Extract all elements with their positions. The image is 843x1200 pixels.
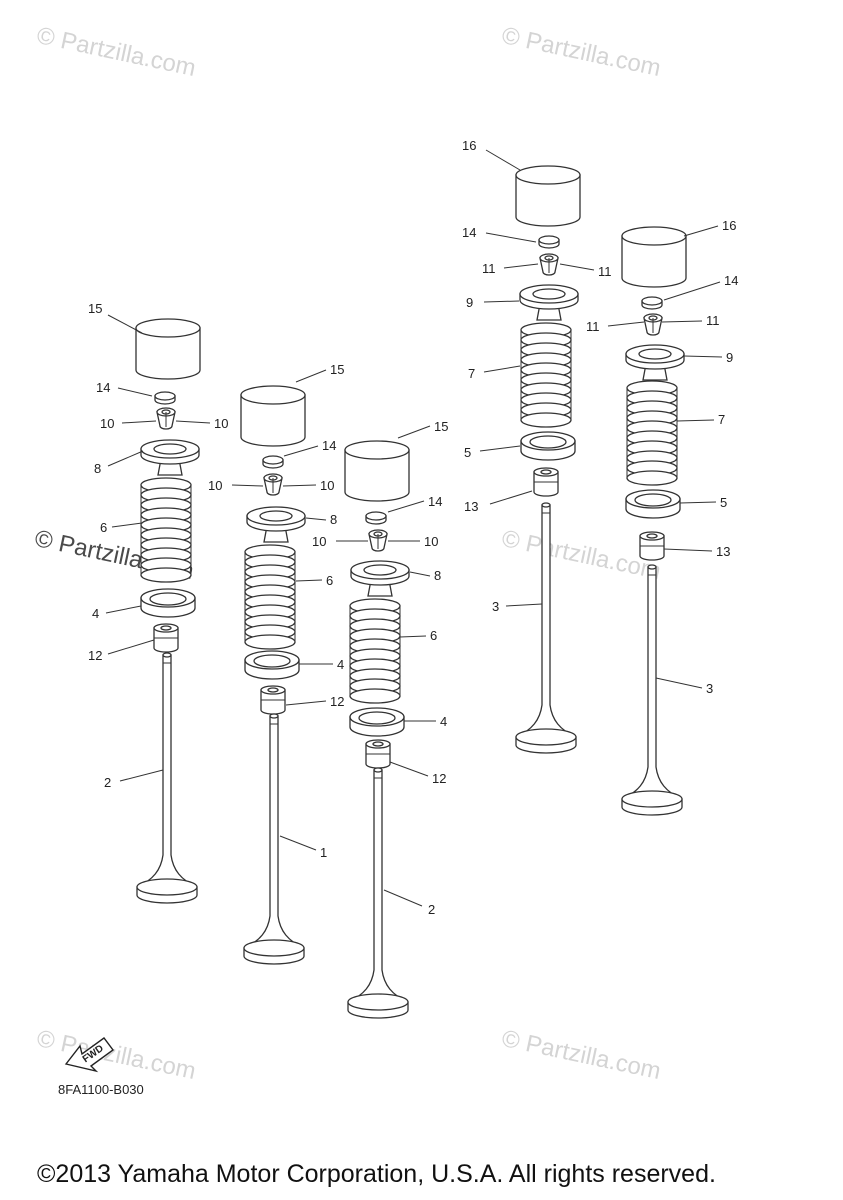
valve — [243, 713, 305, 965]
valve-cotter — [368, 529, 388, 552]
valve-assembly-d: 16 14 11 11 9 7 5 13 3 — [462, 138, 612, 754]
valve-stem-seal — [153, 623, 179, 653]
valve-stem-seal — [365, 739, 391, 769]
valve — [621, 564, 683, 816]
spring-retainer — [350, 560, 410, 597]
callout-14: 14 — [96, 380, 110, 395]
callout-12: 12 — [432, 771, 446, 786]
callout-14: 14 — [724, 273, 738, 288]
callout-7: 7 — [718, 412, 725, 427]
valve-cotter — [643, 313, 663, 336]
callout-13: 13 — [464, 499, 478, 514]
valve-spring — [626, 380, 678, 486]
valve-cotter — [539, 253, 559, 276]
valve-spring — [349, 598, 401, 704]
callout-3: 3 — [706, 681, 713, 696]
callout-8: 8 — [434, 568, 441, 583]
callout-4: 4 — [337, 657, 344, 672]
spring-seat — [140, 588, 196, 618]
spring-retainer — [140, 439, 200, 476]
valve-lifter — [621, 226, 687, 288]
callout-16: 16 — [462, 138, 476, 153]
callout-8: 8 — [330, 512, 337, 527]
valve-lifter — [344, 440, 410, 502]
valve — [347, 767, 409, 1019]
valve-spring — [520, 322, 572, 428]
callout-14: 14 — [428, 494, 442, 509]
diagram-code: 8FA1100-B030 — [58, 1082, 144, 1097]
valve-spring — [244, 544, 296, 650]
valve-shim — [154, 391, 176, 405]
valve-shim — [641, 296, 663, 310]
callout-10: 10 — [208, 478, 222, 493]
callout-12: 12 — [88, 648, 102, 663]
callout-15: 15 — [88, 301, 102, 316]
valve — [515, 502, 577, 754]
spring-retainer — [519, 284, 579, 321]
callout-3: 3 — [492, 599, 499, 614]
spring-seat — [244, 650, 300, 680]
valve-cotter — [263, 473, 283, 496]
callout-16: 16 — [722, 218, 736, 233]
callout-6: 6 — [430, 628, 437, 643]
spring-seat — [625, 489, 681, 519]
callout-1: 1 — [320, 845, 327, 860]
fwd-arrow-icon: FWD — [64, 1037, 114, 1073]
callout-5: 5 — [464, 445, 471, 460]
callout-5: 5 — [720, 495, 727, 510]
valve-assembly-a: 15 14 10 10 8 6 4 12 2 — [88, 301, 228, 904]
callout-10: 10 — [100, 416, 114, 431]
valve-lifter — [240, 385, 306, 447]
valve-shim — [262, 455, 284, 469]
callout-8: 8 — [94, 461, 101, 476]
callout-9: 9 — [726, 350, 733, 365]
callout-15: 15 — [434, 419, 448, 434]
valve — [136, 652, 198, 904]
valve-stem-seal — [639, 531, 665, 561]
callout-11: 11 — [586, 319, 600, 334]
valve-shim — [365, 511, 387, 525]
callout-2: 2 — [428, 902, 435, 917]
copyright-notice: ©2013 Yamaha Motor Corporation, U.S.A. A… — [37, 1160, 716, 1188]
callout-15: 15 — [330, 362, 344, 377]
callout-2: 2 — [104, 775, 111, 790]
callout-11: 11 — [706, 313, 720, 328]
spring-retainer — [246, 506, 306, 543]
valve-lifter — [135, 318, 201, 380]
callout-10: 10 — [312, 534, 326, 549]
callout-11: 11 — [598, 264, 612, 279]
spring-seat — [520, 431, 576, 461]
callout-4: 4 — [92, 606, 99, 621]
valve-assembly-b: 15 14 10 10 8 6 4 12 1 — [208, 362, 344, 965]
valve-assembly-e: 16 14 11 11 9 7 5 13 3 — [586, 218, 738, 816]
valve-cotter — [156, 407, 176, 430]
callout-10: 10 — [424, 534, 438, 549]
callout-4: 4 — [440, 714, 447, 729]
callout-10: 10 — [320, 478, 334, 493]
callout-12: 12 — [330, 694, 344, 709]
valve-stem-seal — [533, 467, 559, 497]
callout-6: 6 — [100, 520, 107, 535]
callout-14: 14 — [462, 225, 476, 240]
callout-10: 10 — [214, 416, 228, 431]
valve-shim — [538, 235, 560, 249]
callout-7: 7 — [468, 366, 475, 381]
valve-lifter — [515, 165, 581, 227]
callout-6: 6 — [326, 573, 333, 588]
spring-retainer — [625, 344, 685, 381]
callout-14: 14 — [322, 438, 336, 453]
spring-seat — [349, 707, 405, 737]
valve-spring — [140, 477, 192, 583]
callout-13: 13 — [716, 544, 730, 559]
callout-9: 9 — [466, 295, 473, 310]
valve-stem-seal — [260, 685, 286, 715]
valve-assembly-c: 15 14 10 10 8 6 4 12 2 — [312, 419, 448, 1019]
callout-11: 11 — [482, 261, 496, 276]
